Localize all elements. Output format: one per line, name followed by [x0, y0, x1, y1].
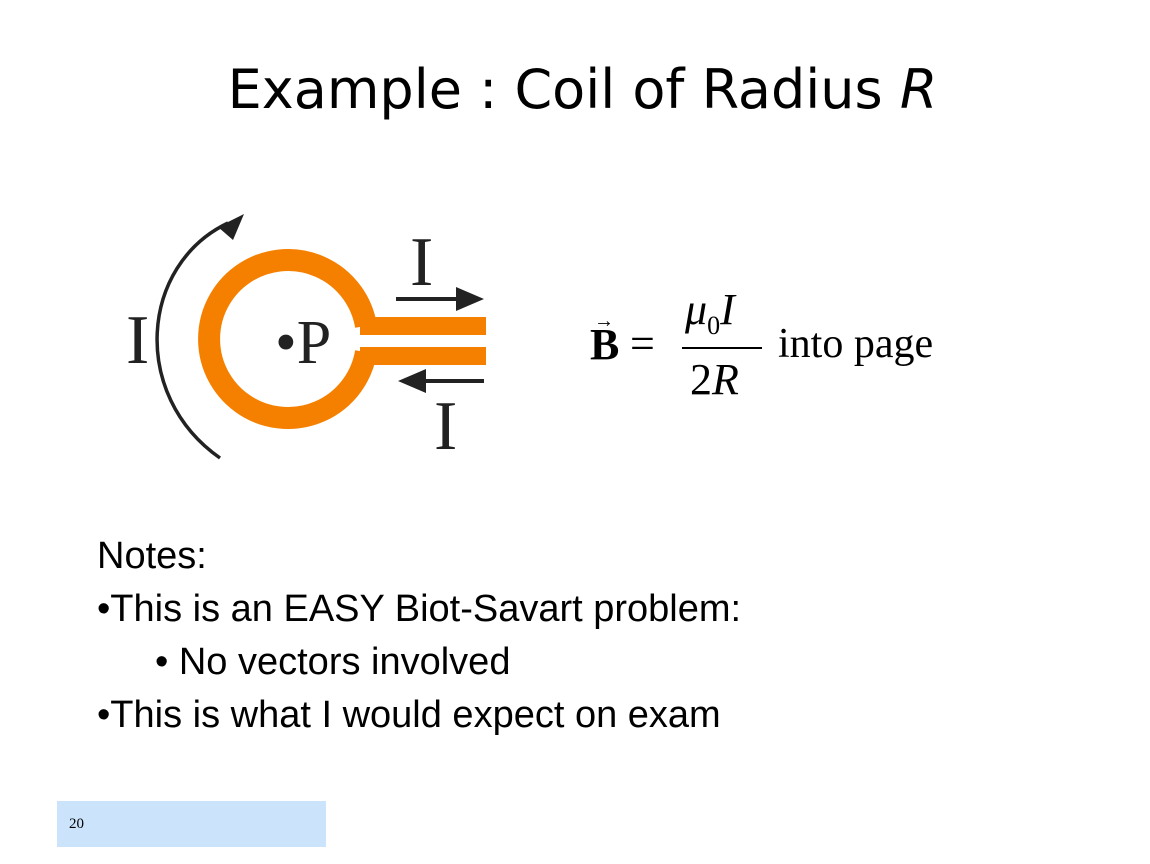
formula-mu: μ: [685, 285, 708, 334]
slide-title-variable: R: [899, 58, 938, 121]
formula-numerator: μ0I: [685, 284, 735, 340]
current-label-top: I: [410, 224, 433, 301]
formula-denominator-var: R: [712, 355, 739, 404]
notes-item: •This is what I would expect on exam: [97, 694, 721, 736]
formula-denominator: 2R: [690, 354, 739, 405]
footer-page-box: 20: [57, 801, 326, 847]
notes-block: Notes: •This is an EASY Biot-Savart prob…: [97, 530, 741, 742]
circulation-arrow-icon: [155, 221, 229, 460]
formula-lhs: B: [590, 320, 620, 369]
formula-denominator-number: 2: [690, 355, 712, 404]
point-label: •P: [275, 309, 331, 377]
formula-mu-subscript: 0: [707, 311, 721, 340]
coil-diagram-svg: I I I •P: [126, 214, 486, 465]
circulation-arrowhead-icon: [218, 214, 244, 240]
notes-heading: Notes:: [97, 535, 207, 577]
formula-current: I: [720, 285, 735, 334]
formula-direction: into page: [778, 321, 934, 367]
fraction-bar: [682, 347, 762, 349]
formula-equals: =: [630, 319, 655, 368]
slide-title-text: Example : Coil of Radius: [227, 58, 900, 121]
coil-loop: [198, 249, 377, 429]
vector-arrow-icon: →: [594, 310, 614, 332]
notes-item: •This is an EASY Biot-Savart problem:: [97, 588, 742, 630]
current-arrow-top-icon: [456, 287, 484, 311]
current-label-left: I: [126, 302, 149, 379]
slide-title: Example : Coil of Radius R: [0, 52, 1150, 128]
notes-subitem: • No vectors involved: [155, 641, 511, 683]
current-label-bottom: I: [434, 388, 457, 465]
current-arrow-bottom-icon: [398, 369, 426, 393]
magnetic-field-formula: B → = μ0I 2R into page: [590, 285, 990, 410]
coil-diagram: I I I •P: [120, 205, 510, 470]
page-number: 20: [69, 816, 84, 832]
